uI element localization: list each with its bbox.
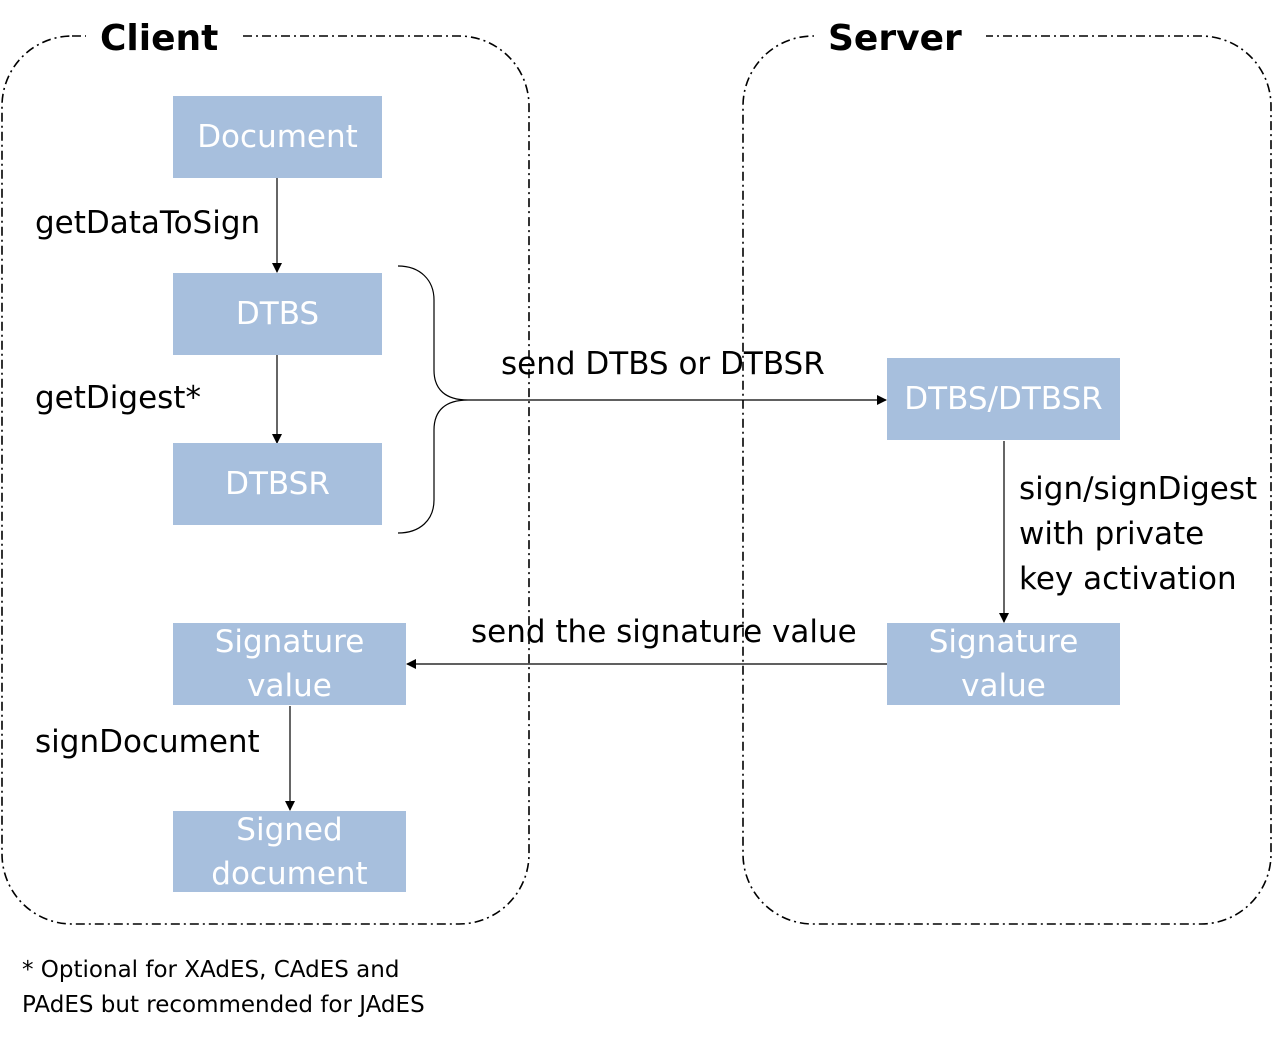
dtbsr-box: DTBSR <box>173 443 382 525</box>
client-group-border <box>1 35 530 925</box>
get-digest-label: getDigest* <box>35 380 201 416</box>
server-signature-value-box: Signature value <box>887 623 1120 705</box>
server-group-border <box>742 35 1272 925</box>
server-dtbs-dtbsr-box: DTBS/DTBSR <box>887 358 1120 440</box>
send-dtbs-label: send DTBS or DTBSR <box>501 346 825 382</box>
client-signature-value-box: Signature value <box>173 623 406 705</box>
client-group-title: Client <box>86 17 243 61</box>
curly-brace <box>397 265 469 534</box>
sign-document-label: signDocument <box>35 724 260 760</box>
signed-document-box: Signed document <box>173 811 406 892</box>
get-data-to-sign-label: getDataToSign <box>35 205 261 241</box>
footnote: * Optional for XAdES, CAdES and PAdES bu… <box>22 957 425 1018</box>
send-signature-label: send the signature value <box>471 614 857 650</box>
document-box: Document <box>173 96 382 178</box>
dtbs-box: DTBS <box>173 273 382 355</box>
server-group-title: Server <box>814 17 986 61</box>
sign-label: sign/signDigest with private key activat… <box>1019 471 1258 597</box>
